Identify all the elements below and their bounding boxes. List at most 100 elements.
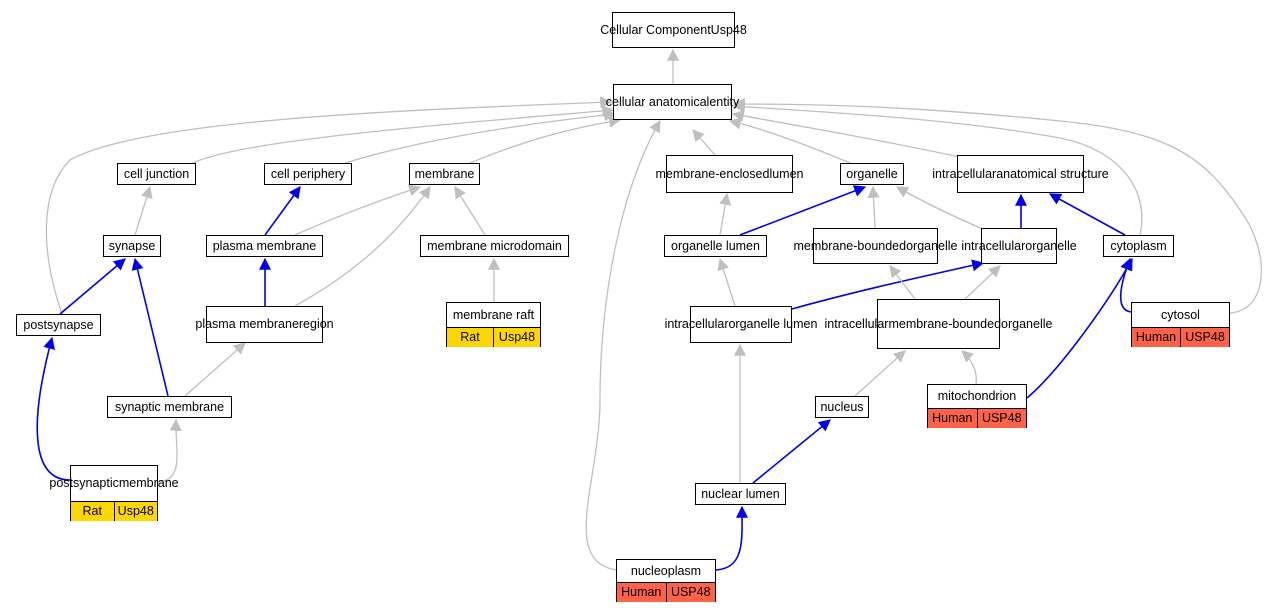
node-synapse[interactable]: synapse xyxy=(103,235,161,257)
node-label: organelle lumen xyxy=(665,236,766,256)
node-synaptic-membrane[interactable]: synaptic membrane xyxy=(107,396,232,418)
node-label: membrane xyxy=(410,164,479,184)
edge-part-of-nucleoplasm-to-nuclear-lumen xyxy=(715,505,749,571)
node-label-line: membrane-enclosed xyxy=(655,166,770,181)
edge-is-a-mitochondrion-to-imbo xyxy=(961,350,977,385)
node-label-line: Usp48 xyxy=(710,22,747,37)
gene-badge: USP48 xyxy=(976,409,1026,428)
node-cell-junction[interactable]: cell junction xyxy=(117,163,196,185)
node-label: postsynapse xyxy=(17,315,100,335)
node-label-line: nucleus xyxy=(820,399,864,414)
node-label-line: entity xyxy=(709,94,740,109)
node-label: cell periphery xyxy=(265,164,351,184)
edge-is-a-cytosol-to-cae xyxy=(732,98,1263,314)
node-label: synaptic membrane xyxy=(108,397,231,417)
edge-is-a-cytoplasm-to-cae xyxy=(732,100,1143,236)
node-label-line: membrane xyxy=(414,166,475,181)
node-label-line: synapse xyxy=(108,238,156,253)
species-badge: Human xyxy=(617,583,666,602)
node-membrane[interactable]: membrane xyxy=(409,163,480,185)
edge-part-of-organelle-lumen-to-organelle xyxy=(739,185,867,236)
edge-is-a-io-to-organelle xyxy=(895,186,986,231)
node-plasma-membrane[interactable]: plasma membrane xyxy=(206,235,323,257)
edge-is-a-membrane-to-cae xyxy=(469,115,622,164)
node-label-line: membrane raft xyxy=(452,307,535,322)
node-nuclear-lumen[interactable]: nuclear lumen xyxy=(695,483,786,505)
node-label-line: nucleoplasm xyxy=(630,563,702,578)
node-label-line: postsynapse xyxy=(23,317,94,332)
node-label: cytosol xyxy=(1132,303,1229,327)
edge-is-a-ias-to-cae xyxy=(731,109,961,158)
edge-is-a-mel-to-cae xyxy=(692,129,716,156)
edge-is-a-synapse-to-cell-junction xyxy=(134,185,153,236)
node-label-line: organelle xyxy=(1001,316,1053,331)
node-label-line: synaptic membrane xyxy=(114,399,225,414)
edge-part-of-synaptic-membrane-to-synapse xyxy=(131,257,169,397)
node-label: mitochondrion xyxy=(928,385,1026,408)
node-organelle-lumen[interactable]: organelle lumen xyxy=(664,235,767,257)
node-label-line: membrane xyxy=(118,476,179,490)
gene-badge: USP48 xyxy=(665,583,715,602)
node-label-line: postsynaptic xyxy=(49,476,119,490)
gene-badge: USP48 xyxy=(1180,328,1229,347)
edge-is-a-plasma-membrane-to-membrane xyxy=(294,184,422,236)
node-label-line: cytosol xyxy=(1161,307,1200,322)
node-label-line: organelle xyxy=(846,166,898,181)
node-label-line: intracellular xyxy=(961,238,1026,253)
edge-is-a-psm-to-synaptic-membrane xyxy=(157,418,182,483)
node-label: membrane microdomain xyxy=(421,236,568,256)
node-label-line: membrane-bounded xyxy=(793,238,907,253)
node-nucleus[interactable]: nucleus xyxy=(815,396,869,418)
edge-part-of-cytoplasm-to-ias xyxy=(1048,193,1126,236)
node-cytoplasm[interactable]: cytoplasm xyxy=(1103,235,1174,257)
node-label: cell junction xyxy=(118,164,195,184)
node-label: organelle xyxy=(841,164,903,184)
species-badge: Rat xyxy=(447,328,493,347)
edge-is-a-organelle-lumen-to-mel xyxy=(719,192,732,236)
node-label-line: Cellular Component xyxy=(600,22,711,37)
node-label-line: organelle xyxy=(1025,238,1077,253)
edge-is-a-pmr-to-membrane xyxy=(294,186,431,307)
node-label-line: intracellular xyxy=(824,316,889,331)
node-cell-periphery[interactable]: cell periphery xyxy=(264,163,352,185)
edge-part-of-nuclear-lumen-to-nucleus xyxy=(752,419,831,484)
node-organelle[interactable]: organelle xyxy=(840,163,904,185)
node-label-line: intracellular xyxy=(664,317,729,331)
node-label-line: region xyxy=(298,317,334,331)
node-membrane-microdomain[interactable]: membrane microdomain xyxy=(420,235,569,257)
edge-is-a-mbo-to-organelle xyxy=(867,185,880,229)
node-label: nucleus xyxy=(816,397,868,417)
node-label: nucleoplasm xyxy=(617,560,715,582)
edge-part-of-postsynapse-to-synapse xyxy=(59,258,126,315)
species-badge: Human xyxy=(928,409,977,428)
edge-is-a-organelle-to-cae xyxy=(728,117,851,164)
edge-is-a-synaptic-membrane-to-pmr xyxy=(184,342,246,397)
node-postsynapse[interactable]: postsynapse xyxy=(16,314,101,336)
edge-is-a-imbo-to-io xyxy=(964,265,1001,300)
gene-badge: Usp48 xyxy=(493,328,540,347)
